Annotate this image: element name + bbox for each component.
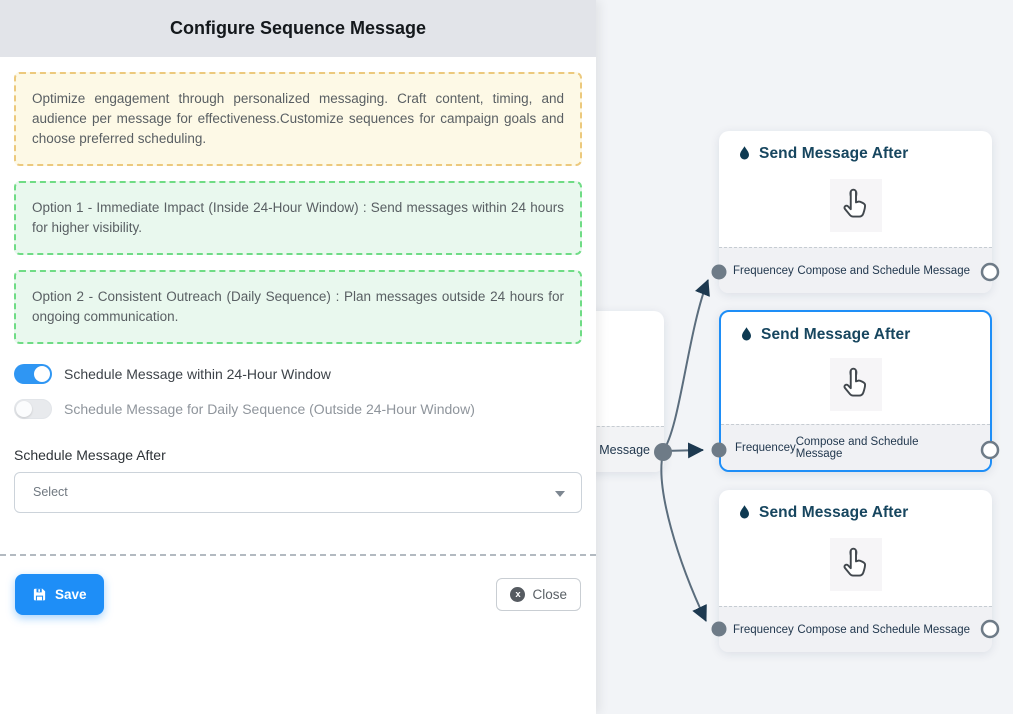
partial-node-footer-label: ce Message xyxy=(582,442,650,457)
option1-alert: Option 1 - Immediate Impact (Inside 24-H… xyxy=(14,180,582,255)
compose-schedule-label[interactable]: Compose and Schedule Message xyxy=(795,435,919,460)
action-buttons-row: Save x Close xyxy=(14,573,582,615)
node-body xyxy=(719,163,992,247)
node-footer: Frequencey Compose and Schedule Message xyxy=(719,606,992,652)
close-icon: x xyxy=(510,586,526,602)
node-body xyxy=(721,344,990,424)
node-footer: Frequencey Compose and Schedule Message xyxy=(719,247,992,293)
droplet-icon xyxy=(742,327,751,341)
node-header: Send Message After xyxy=(721,312,990,344)
schedule-24h-toggle-label: Schedule Message within 24-Hour Window xyxy=(64,365,331,382)
frequency-label[interactable]: Frequencey xyxy=(733,264,794,277)
node-body xyxy=(719,522,992,606)
send-message-node-2-selected[interactable]: Send Message After Frequencey Compose an… xyxy=(719,310,992,472)
droplet-icon xyxy=(740,146,749,160)
close-button-label: Close xyxy=(532,586,567,602)
intro-alert: Optimize engagement through personalized… xyxy=(14,72,582,166)
page-title: Configure Sequence Message xyxy=(169,18,427,38)
schedule-24h-toggle[interactable] xyxy=(14,363,52,384)
hand-pointer-icon xyxy=(829,537,882,591)
daily-sequence-toggle-row: Schedule Message for Daily Sequence (Out… xyxy=(14,398,582,419)
frequency-label[interactable]: Frequencey xyxy=(733,623,794,636)
droplet-icon xyxy=(740,505,749,519)
send-message-node-3[interactable]: Send Message After Frequencey Compose an… xyxy=(719,490,992,652)
toggle-knob xyxy=(34,365,50,382)
toggle-knob xyxy=(16,400,32,417)
select-value: Select xyxy=(33,485,68,500)
schedule-after-select[interactable]: Select xyxy=(14,471,582,513)
panel-body: Optimize engagement through personalized… xyxy=(0,72,596,615)
divider xyxy=(0,553,596,556)
node-title: Send Message After xyxy=(759,504,909,521)
option2-alert: Option 2 - Consistent Outreach (Daily Se… xyxy=(14,269,582,344)
edge-to-node-1 xyxy=(662,279,710,452)
daily-sequence-toggle[interactable] xyxy=(14,398,52,419)
save-icon xyxy=(33,588,46,601)
node-title: Send Message After xyxy=(759,145,909,162)
node-header: Send Message After xyxy=(719,131,992,163)
edge-to-node-3 xyxy=(660,452,707,622)
daily-sequence-toggle-label: Schedule Message for Daily Sequence (Out… xyxy=(64,400,475,417)
node-title: Send Message After xyxy=(761,326,911,343)
hand-pointer-icon xyxy=(829,178,882,232)
configure-sequence-panel: Configure Sequence Message Optimize enga… xyxy=(0,0,596,714)
hand-pointer-icon xyxy=(829,357,882,411)
node-header: Send Message After xyxy=(719,490,992,522)
save-button[interactable]: Save xyxy=(15,573,104,615)
schedule-after-label: Schedule Message After xyxy=(14,446,166,463)
node-footer: Frequencey Compose and Schedule Message xyxy=(721,424,990,470)
panel-header: Configure Sequence Message xyxy=(0,0,596,57)
frequency-label[interactable]: Frequencey xyxy=(735,441,796,454)
edge-to-node-2 xyxy=(662,442,704,459)
compose-schedule-label[interactable]: Compose and Schedule Message xyxy=(797,264,970,277)
save-button-label: Save xyxy=(55,586,87,602)
close-button[interactable]: x Close xyxy=(496,577,581,611)
compose-schedule-label[interactable]: Compose and Schedule Message xyxy=(797,623,970,636)
schedule-24h-toggle-row: Schedule Message within 24-Hour Window xyxy=(14,363,582,384)
send-message-node-1[interactable]: Send Message After Frequencey Compose an… xyxy=(719,131,992,293)
chevron-down-icon xyxy=(555,490,565,497)
